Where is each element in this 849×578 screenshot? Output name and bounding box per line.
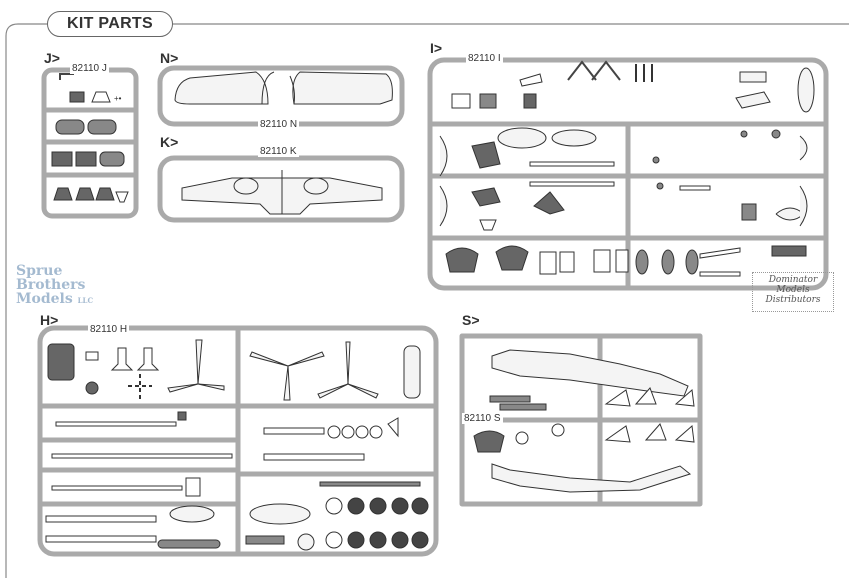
svg-text:+•: +• (114, 94, 122, 103)
sprue-s-parts (473, 349, 695, 493)
distributor-line2: Models (776, 285, 810, 295)
sprue-n-parts (174, 71, 393, 105)
sprue-i (427, 57, 829, 291)
watermark-line2: Brothers (16, 277, 86, 293)
sprue-s-label: S> (462, 312, 480, 328)
distributor-line3: Distributors (765, 295, 821, 305)
sprue-k-parts (181, 170, 383, 215)
sprue-s-code: 82110 S (462, 413, 503, 424)
sprue-k-code: 82110 K (258, 146, 299, 157)
sprue-k (157, 155, 405, 223)
watermark-line1: Sprue (16, 263, 63, 279)
sprue-j-parts: +• (51, 73, 129, 203)
sprue-j (41, 67, 139, 219)
sprue-brothers-watermark: Sprue Brothers Models LLC (16, 264, 98, 314)
distributor-logo: Dominator Models Distributors (752, 272, 834, 312)
sprue-j-code: 82110 J (70, 63, 109, 74)
sprue-i-parts (439, 60, 815, 277)
sprue-i-code: 82110 I (466, 53, 503, 64)
sprue-h-code: 82110 H (88, 324, 130, 335)
sprue-j-label: J> (44, 50, 60, 66)
sprue-h-parts (45, 339, 429, 551)
sprue-h-label: H> (40, 312, 59, 328)
distributor-line1: Dominator (768, 275, 818, 285)
page-title: KIT PARTS (67, 15, 153, 32)
sprue-n-code: 82110 N (258, 119, 300, 130)
sprue-k-label: K> (160, 134, 179, 150)
sprue-n-label: N> (160, 50, 179, 66)
sprue-i-label: I> (430, 40, 443, 56)
kit-parts-header: KIT PARTS (47, 11, 173, 37)
watermark-line3: Models LLC (16, 291, 94, 307)
frame-left-line (5, 23, 47, 578)
sprue-h (37, 325, 439, 557)
